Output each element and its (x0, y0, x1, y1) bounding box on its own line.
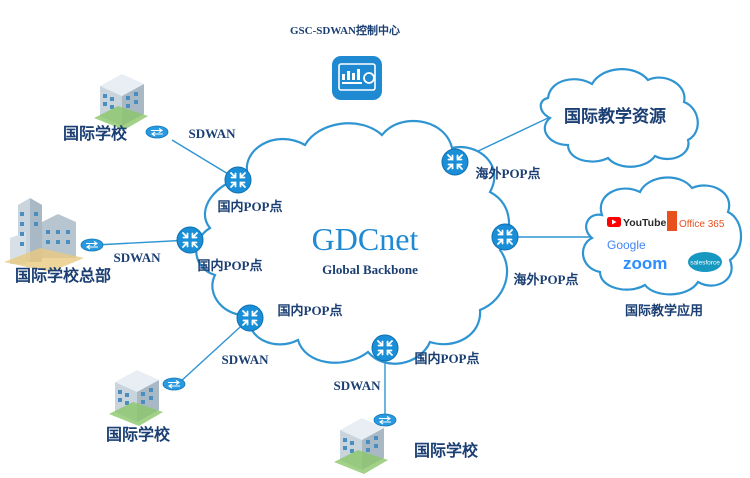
pop-label: 国内POP点 (278, 303, 343, 318)
router-icon (176, 226, 204, 254)
svg-text:Google: Google (607, 238, 646, 252)
svg-text:zoom: zoom (623, 254, 667, 273)
pop-label: 国内POP点 (415, 351, 480, 366)
backbone-cloud (195, 120, 511, 365)
sdwan-device-icon (373, 413, 397, 427)
site-name-label: 国际学校 (63, 124, 128, 143)
resources-label: 国际教学资源 (564, 106, 666, 126)
sdwan-label: SDWAN (114, 250, 162, 265)
zoom-logo: zoom (623, 254, 667, 273)
router-icon (371, 334, 399, 362)
hq-building-icon (4, 198, 84, 272)
sdwan-device-icon (145, 125, 169, 139)
school-building-icon (109, 370, 163, 426)
google-logo: Google (607, 238, 646, 252)
apps-cloud (582, 176, 743, 296)
apps-label: 国际教学应用 (625, 303, 703, 318)
pop-label: 海外POP点 (476, 166, 541, 181)
router-icon (236, 304, 264, 332)
youtube-logo: YouTube (607, 217, 667, 229)
salesforce-logo: salesforce (688, 252, 722, 272)
sdwan-label: SDWAN (334, 378, 382, 393)
school-building-icon (94, 74, 148, 130)
office365-logo: Office 365 (667, 211, 725, 231)
sdwan-device-icon (162, 377, 186, 391)
sdwan-label: SDWAN (222, 352, 270, 367)
pop-label: 国内POP点 (198, 258, 263, 273)
site-name-label: 国际学校 (414, 441, 479, 460)
svg-text:Office 365: Office 365 (679, 219, 725, 230)
pop-label: 海外POP点 (514, 272, 579, 287)
site-name-label: 国际学校 (106, 425, 171, 444)
backbone-name: GDCnet (312, 221, 419, 257)
backbone-subtitle: Global Backbone (322, 262, 418, 277)
dashboard-icon (332, 56, 382, 100)
sdwan-device-icon (80, 238, 104, 252)
control-center-title: GSC-SDWAN控制中心 (290, 23, 400, 37)
router-icon (491, 223, 519, 251)
svg-text:salesforce: salesforce (690, 260, 720, 267)
resources-cloud (539, 68, 699, 168)
router-icon (441, 148, 469, 176)
pop-label: 国内POP点 (218, 199, 283, 214)
svg-text:YouTube: YouTube (623, 217, 667, 229)
site-name-label: 国际学校总部 (15, 266, 111, 285)
router-icon (224, 166, 252, 194)
school-building-icon (334, 418, 388, 474)
sdwan-label: SDWAN (189, 126, 237, 141)
